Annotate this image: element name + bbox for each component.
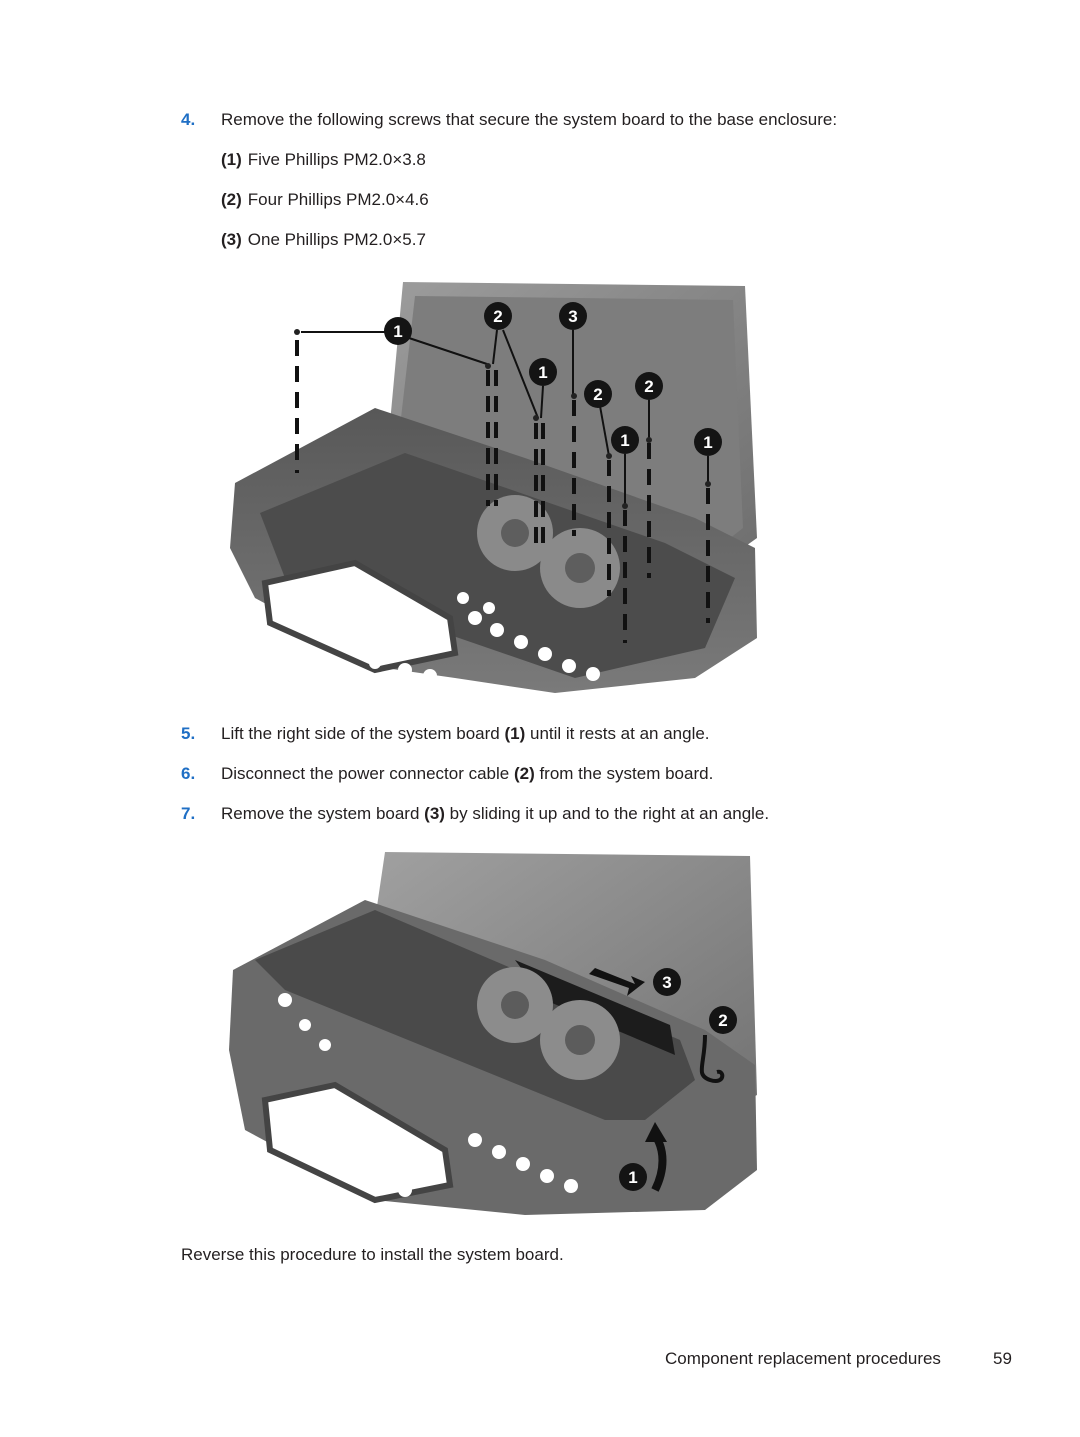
step-6: 6. Disconnect the power connector cable … [181, 764, 713, 784]
callout-3: 3 [653, 968, 681, 996]
power-connector-cable [699, 1034, 725, 1083]
base-holes [278, 993, 578, 1197]
slide-arrow [589, 968, 645, 996]
step-text: Remove the following screws that secure … [221, 110, 838, 129]
callout-2a: 2 [484, 302, 512, 330]
item-label: (1) [221, 150, 242, 169]
base-holes [369, 592, 600, 683]
step-4: 4. Remove the following screws that secu… [181, 110, 837, 130]
svg-text:1: 1 [393, 322, 402, 341]
item-text: One Phillips PM2.0×5.7 [247, 230, 426, 249]
callout-1c: 1 [611, 426, 639, 454]
callout-2b: 2 [584, 380, 612, 408]
screw-removal-figure: 1 2 3 1 2 2 1 1 [230, 282, 757, 693]
display-inner [401, 296, 743, 554]
callout-1a: 1 [384, 317, 412, 345]
step-number: 5. [181, 724, 196, 743]
svg-text:3: 3 [662, 973, 671, 992]
callout-1b: 1 [529, 358, 557, 386]
screw-heads [294, 329, 711, 509]
step-7: 7. Remove the system board (3) by slidin… [181, 804, 769, 824]
step-text: Disconnect the power connector cable (2)… [221, 764, 714, 783]
callout-1: 1 [619, 1163, 647, 1191]
callout-1d: 1 [694, 428, 722, 456]
svg-text:2: 2 [644, 377, 653, 396]
callout-3: 3 [559, 302, 587, 330]
svg-text:1: 1 [628, 1168, 637, 1187]
step-number: 6. [181, 764, 196, 783]
svg-text:2: 2 [718, 1011, 727, 1030]
svg-text:3: 3 [568, 307, 577, 326]
item-text: Five Phillips PM2.0×3.8 [247, 150, 426, 169]
closing-note: Reverse this procedure to install the sy… [181, 1245, 564, 1264]
step-number: 7. [181, 804, 196, 823]
touchpad-opening [261, 1081, 454, 1204]
svg-text:1: 1 [703, 433, 712, 452]
screw-item-3: (3) One Phillips PM2.0×5.7 [221, 230, 426, 250]
callout-2: 2 [709, 1006, 737, 1034]
step-text: Lift the right side of the system board … [221, 724, 710, 743]
step-text: Remove the system board (3) by sliding i… [221, 804, 770, 823]
item-label: (3) [221, 230, 242, 249]
system-board-removal-figure: 3 2 1 [229, 852, 757, 1215]
callout-2c: 2 [635, 372, 663, 400]
screw-item-1: (1) Five Phillips PM2.0×3.8 [221, 150, 426, 170]
item-text: Four Phillips PM2.0×4.6 [247, 190, 429, 209]
svg-text:2: 2 [493, 307, 502, 326]
screw-item-2: (2) Four Phillips PM2.0×4.6 [221, 190, 429, 210]
screw-guide-lines [295, 340, 710, 643]
callout-leaders [301, 329, 709, 506]
svg-text:1: 1 [620, 431, 629, 450]
touchpad-opening [261, 559, 459, 674]
item-label: (2) [221, 190, 242, 209]
step-number: 4. [181, 110, 196, 129]
svg-text:2: 2 [593, 385, 602, 404]
page-number: 59 [993, 1349, 1012, 1368]
footer-section-title: Component replacement procedures [665, 1349, 941, 1368]
step-5: 5. Lift the right side of the system boa… [181, 724, 710, 744]
svg-text:1: 1 [538, 363, 547, 382]
